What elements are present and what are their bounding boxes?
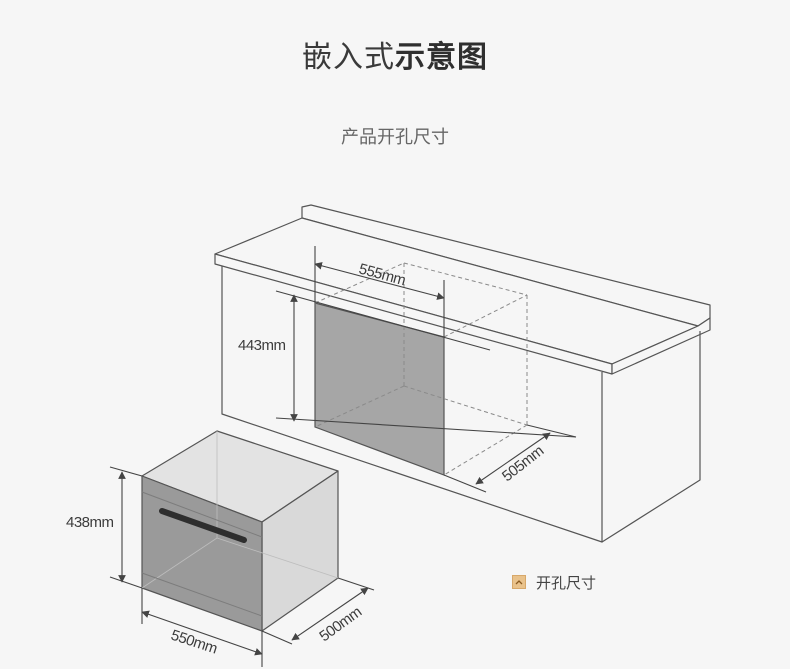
page-title: 嵌入式示意图 (0, 36, 790, 80)
oven (141, 430, 339, 632)
product-height-label: 438mm (66, 514, 114, 531)
chevron-up-icon (512, 575, 526, 589)
page-subtitle: 产品开孔尺寸 (341, 127, 449, 148)
legend-label: 开孔尺寸 (536, 573, 597, 592)
page-title-regular: 嵌入式 (302, 40, 395, 75)
cutout-height-label: 443mm (238, 337, 286, 354)
page-title-bold: 示意图 (395, 40, 488, 75)
legend: 开孔尺寸 (512, 572, 596, 592)
oven-dimension-lines (109, 466, 375, 667)
cutout-opening (314, 302, 445, 476)
cutout-dimension-lines (275, 246, 577, 493)
countertop-right-edge (611, 317, 711, 375)
product-width-label: 550mm (169, 627, 219, 658)
oven-door-handle (159, 508, 247, 543)
cabinet-right-side (601, 331, 701, 543)
cabinet-front-face (221, 266, 603, 543)
cabinet (214, 204, 711, 543)
product-depth-label: 500mm (316, 604, 364, 646)
